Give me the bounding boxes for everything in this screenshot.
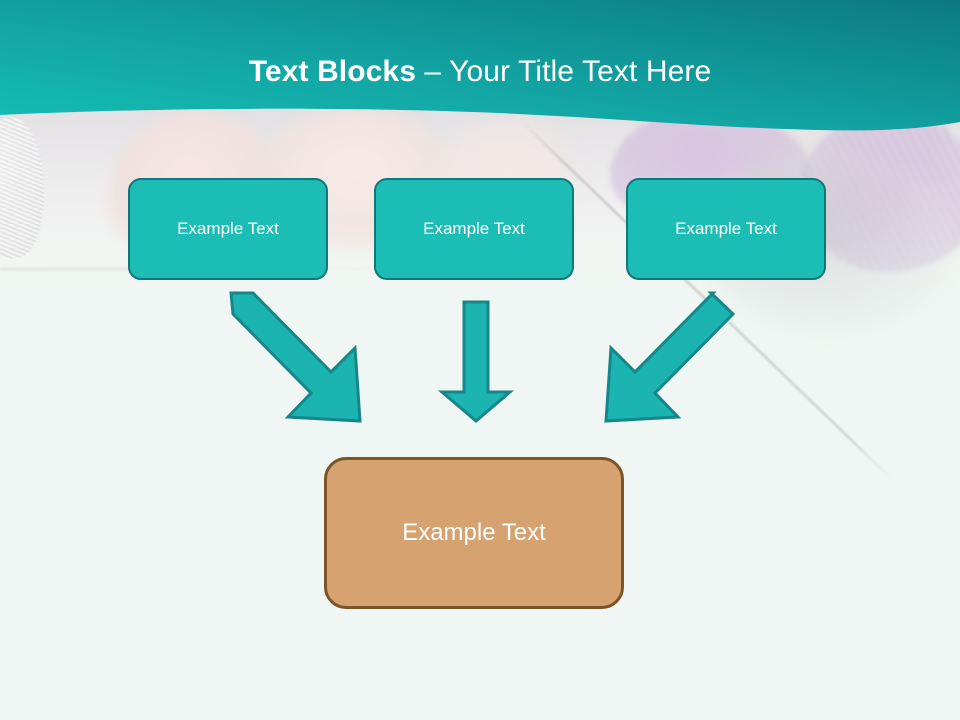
node-top-2-label: Example Text <box>423 219 525 238</box>
node-top-3[interactable]: Example Text <box>626 178 826 280</box>
page-title: Text Blocks – Your Title Text Here <box>0 55 960 89</box>
page-title-strong: Text Blocks <box>248 55 416 88</box>
header-banner <box>0 0 960 140</box>
page-title-separator: – <box>416 55 450 88</box>
node-top-2[interactable]: Example Text <box>374 178 574 280</box>
node-bottom[interactable]: Example Text <box>324 457 624 609</box>
node-bottom-label: Example Text <box>402 519 546 546</box>
node-top-1-label: Example Text <box>177 219 279 238</box>
page-title-rest: Your Title Text Here <box>449 55 712 88</box>
node-top-1[interactable]: Example Text <box>128 178 328 280</box>
node-top-3-label: Example Text <box>675 219 777 238</box>
